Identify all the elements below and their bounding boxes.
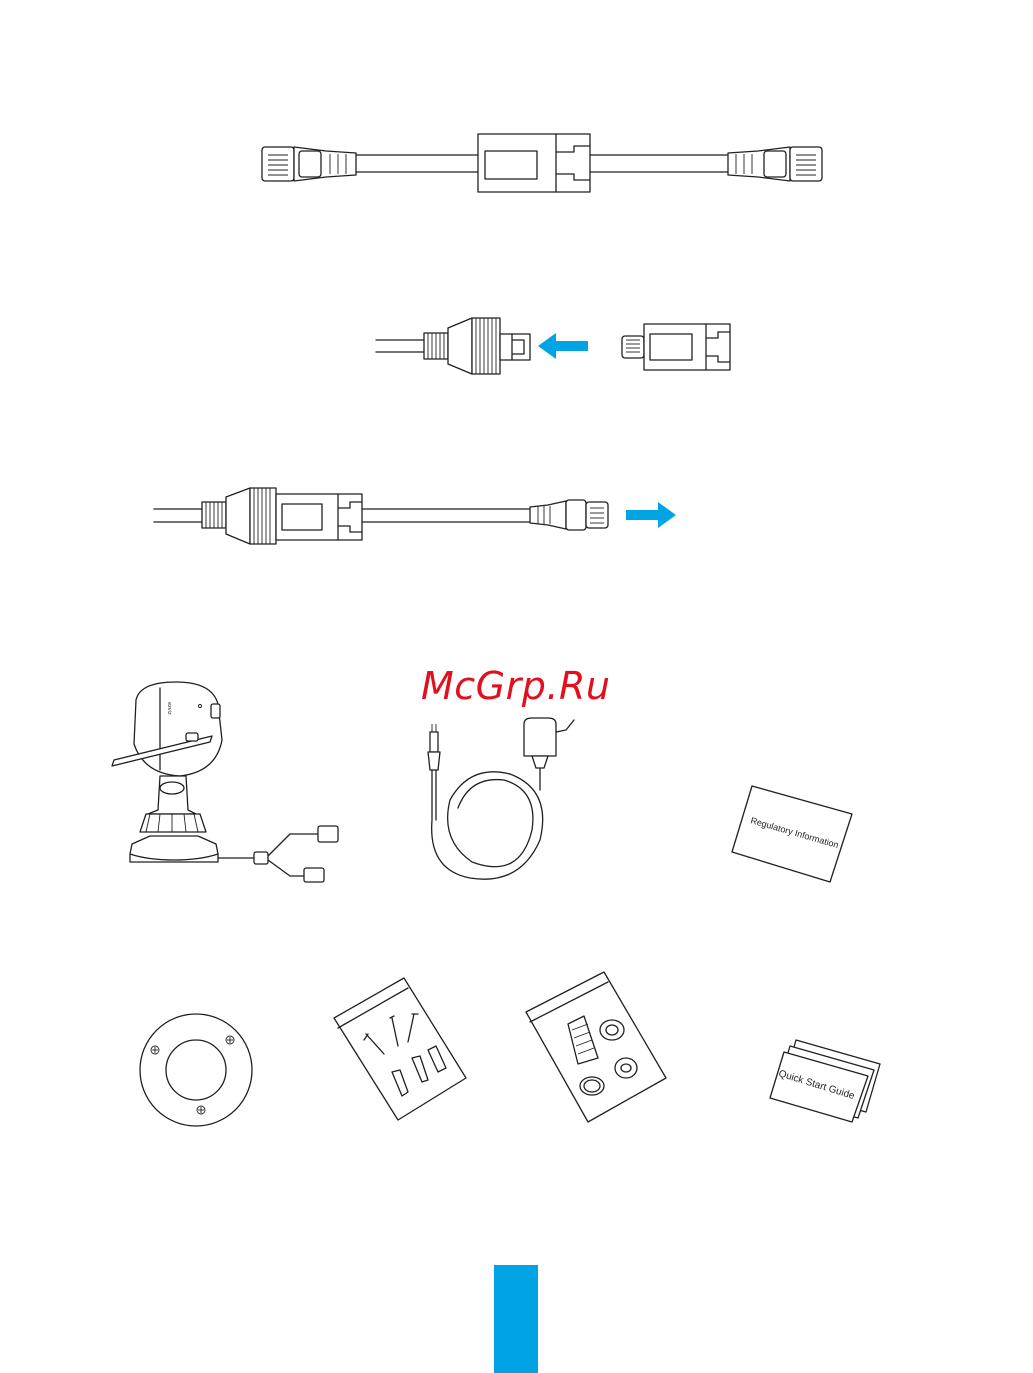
screw-kit-illustration [334, 978, 466, 1120]
drill-template-illustration [140, 1014, 252, 1126]
watermark-text: McGrp.Ru [421, 664, 631, 708]
camera-brand-label: ezviz [166, 702, 172, 715]
waterproof-kit-illustration [526, 972, 666, 1122]
power-adapter-illustration [428, 718, 574, 879]
extension-cable [262, 134, 822, 192]
coupler-step1 [622, 324, 730, 370]
waterproof-connector-step1 [376, 318, 530, 374]
arrow-right-icon [626, 502, 676, 528]
arrow-left-icon [538, 333, 588, 359]
language-tab-marker [494, 1265, 538, 1373]
camera-illustration [112, 682, 338, 882]
assembled-connector-step2 [154, 488, 608, 544]
